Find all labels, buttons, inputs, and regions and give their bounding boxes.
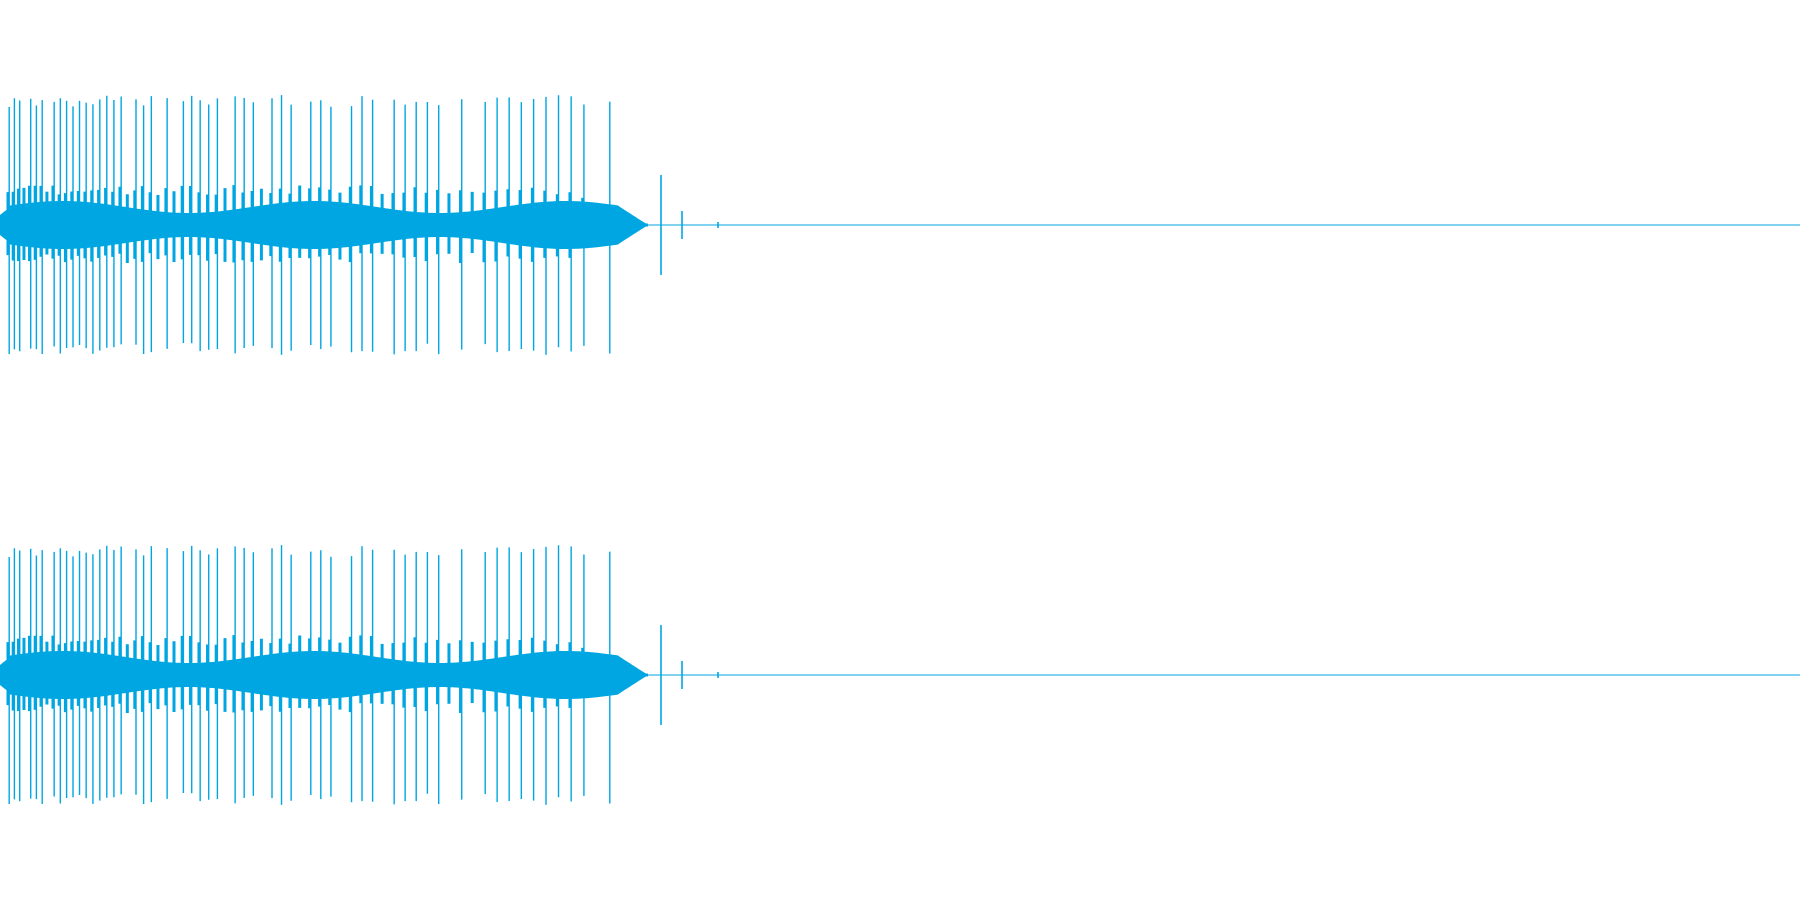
waveform-channel-right xyxy=(0,545,1800,805)
waveform-body xyxy=(0,651,648,699)
waveform-channel-left xyxy=(0,95,1800,355)
waveform-body xyxy=(0,201,648,249)
